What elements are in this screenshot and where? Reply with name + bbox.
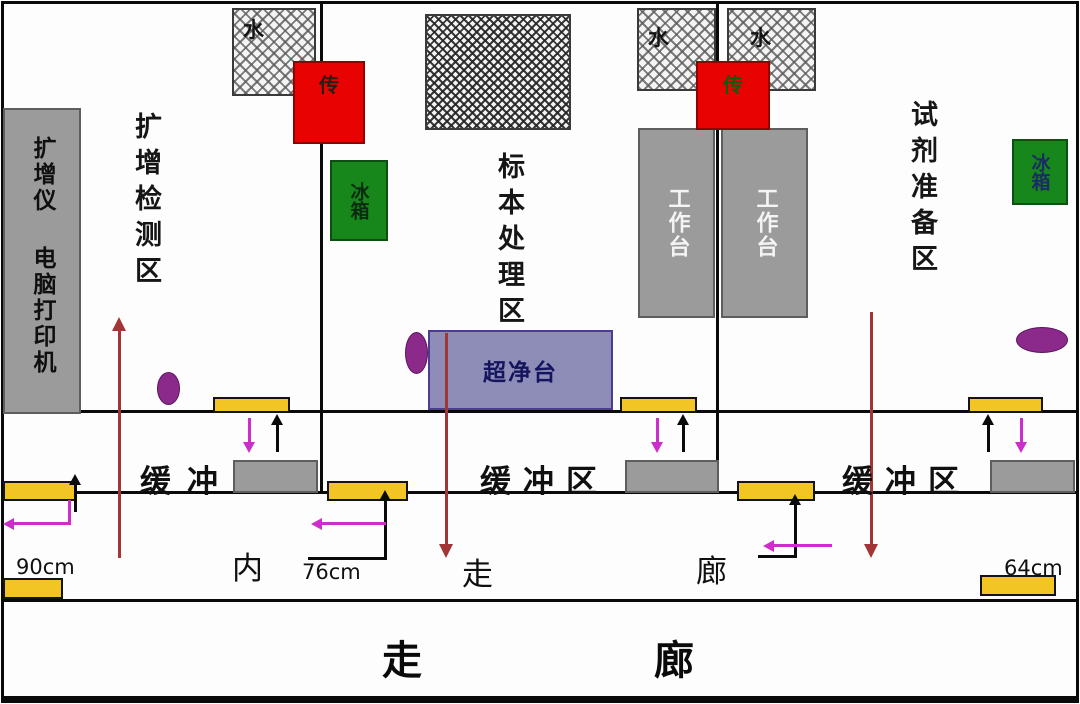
buffer-left-exit-arrow-head — [3, 518, 14, 530]
sink-label-right-1: 水 — [648, 26, 669, 50]
wall-divider-left — [320, 3, 323, 493]
buffer-label-right: 缓冲区 — [842, 464, 971, 500]
buffer-left-exit-vline — [68, 500, 71, 525]
door-right-out-arrow — [987, 424, 990, 452]
buffer-left-up-arrow-head — [69, 474, 81, 485]
inner-corridor-char-3: 廊 — [696, 554, 727, 590]
wall-divider-right — [716, 3, 719, 493]
door-zone-left — [213, 397, 290, 413]
door-zone-middle — [620, 397, 697, 413]
wall-corridor-top — [3, 599, 1077, 602]
corridor-char-1: 走 — [382, 638, 422, 684]
buffer-middle-path-line — [308, 557, 387, 560]
workbench-left: 工作台 — [638, 128, 715, 318]
zone-label-amplification: 扩增检测区 — [130, 112, 161, 292]
zone-label-specimen: 标本处理区 — [493, 152, 524, 332]
door-middle-out-arrow-head — [677, 414, 689, 425]
door-corridor-right — [980, 575, 1056, 596]
sink-label-right-2: 水 — [750, 26, 771, 50]
door-buffer-middle — [327, 481, 408, 501]
buffer-right-path-line — [758, 555, 797, 558]
buffer-cabinet-middle — [625, 460, 719, 493]
workbench-right-label: 工作台 — [752, 187, 778, 259]
pass-window-left-label: 传 — [319, 73, 339, 97]
buffer-right-up-arrow-head — [789, 494, 801, 505]
buffer-middle-exit-hline — [320, 522, 386, 525]
buffer-left-exit-hline — [12, 522, 70, 525]
door-buffer-left — [3, 481, 76, 501]
flow-arrow-down-right-head — [864, 544, 878, 558]
buffer-middle-up-arrow — [384, 500, 387, 558]
buffer-middle-exit-arrow-head — [311, 518, 322, 530]
flow-arrow-up-left — [118, 330, 121, 558]
wall-buffer-bottom — [3, 491, 1077, 494]
door-zone-right — [968, 397, 1043, 413]
inner-corridor-char-2: 走 — [462, 557, 493, 593]
door-middle-out-arrow — [682, 424, 685, 452]
fridge-left-label: 冰箱 — [347, 181, 370, 220]
measurement-right: 64cm — [1004, 556, 1063, 580]
workbench-left-label: 工作台 — [664, 187, 690, 259]
fridge-right-label: 冰箱 — [1028, 153, 1051, 191]
door-middle-in-arrow-head — [651, 442, 663, 453]
workbench-right: 工作台 — [721, 128, 808, 318]
door-corridor-left — [3, 578, 63, 599]
buffer-right-up-arrow — [794, 504, 797, 558]
door-right-in-arrow-head — [1015, 442, 1027, 453]
corridor-char-2: 廊 — [654, 638, 694, 684]
flow-arrow-down-middle — [445, 333, 448, 546]
hatched-equipment-middle — [425, 14, 571, 130]
clean-bench: 超净台 — [428, 330, 613, 410]
door-right-in-arrow — [1020, 418, 1023, 444]
clean-bench-label: 超净台 — [483, 360, 558, 386]
fridge-left: 冰箱 — [330, 160, 388, 241]
pass-window-left: 传 — [293, 61, 365, 144]
buffer-right-exit-arrow-head — [763, 540, 774, 552]
buffer-middle-up-arrow-head — [379, 490, 391, 501]
inner-corridor-char-1: 内 — [232, 551, 263, 587]
flow-arrow-down-middle-head — [439, 544, 453, 558]
door-middle-in-arrow — [656, 418, 659, 444]
pass-window-right: 传 — [696, 61, 770, 130]
amplifier-label: 扩增仪 — [29, 136, 55, 214]
buffer-cabinet-left — [233, 460, 318, 493]
door-left-out-arrow-head — [271, 414, 283, 425]
pass-window-right-label: 传 — [723, 73, 743, 97]
flow-arrow-down-right — [870, 312, 873, 546]
measurement-left: 90cm — [16, 555, 75, 579]
wall-buffer-top — [3, 410, 1077, 413]
person-marker-middle — [405, 332, 428, 374]
computer-printer-label: 电脑打印机 — [29, 246, 55, 376]
zone-label-reagent: 试剂准备区 — [906, 100, 937, 280]
door-left-in-arrow — [248, 418, 251, 444]
buffer-label-middle: 缓冲区 — [480, 464, 609, 500]
door-right-out-arrow-head — [982, 414, 994, 425]
door-left-in-arrow-head — [243, 442, 255, 453]
buffer-right-exit-hline — [772, 544, 832, 547]
door-left-out-arrow — [276, 424, 279, 452]
buffer-cabinet-right — [990, 460, 1075, 493]
flow-arrow-up-left-head — [112, 317, 126, 331]
door-buffer-right — [737, 481, 815, 501]
buffer-label-left: 缓冲 — [140, 464, 234, 500]
buffer-left-up-arrow — [74, 484, 77, 512]
person-marker-right — [1016, 327, 1068, 353]
sink-label-left: 水 — [243, 18, 264, 42]
fridge-right: 冰箱 — [1012, 139, 1068, 205]
sink-area-right-2 — [727, 8, 816, 91]
amplifier-cabinet: 扩增仪 电脑打印机 — [3, 108, 81, 414]
person-marker-left — [157, 372, 180, 405]
measurement-middle: 76cm — [302, 560, 361, 584]
